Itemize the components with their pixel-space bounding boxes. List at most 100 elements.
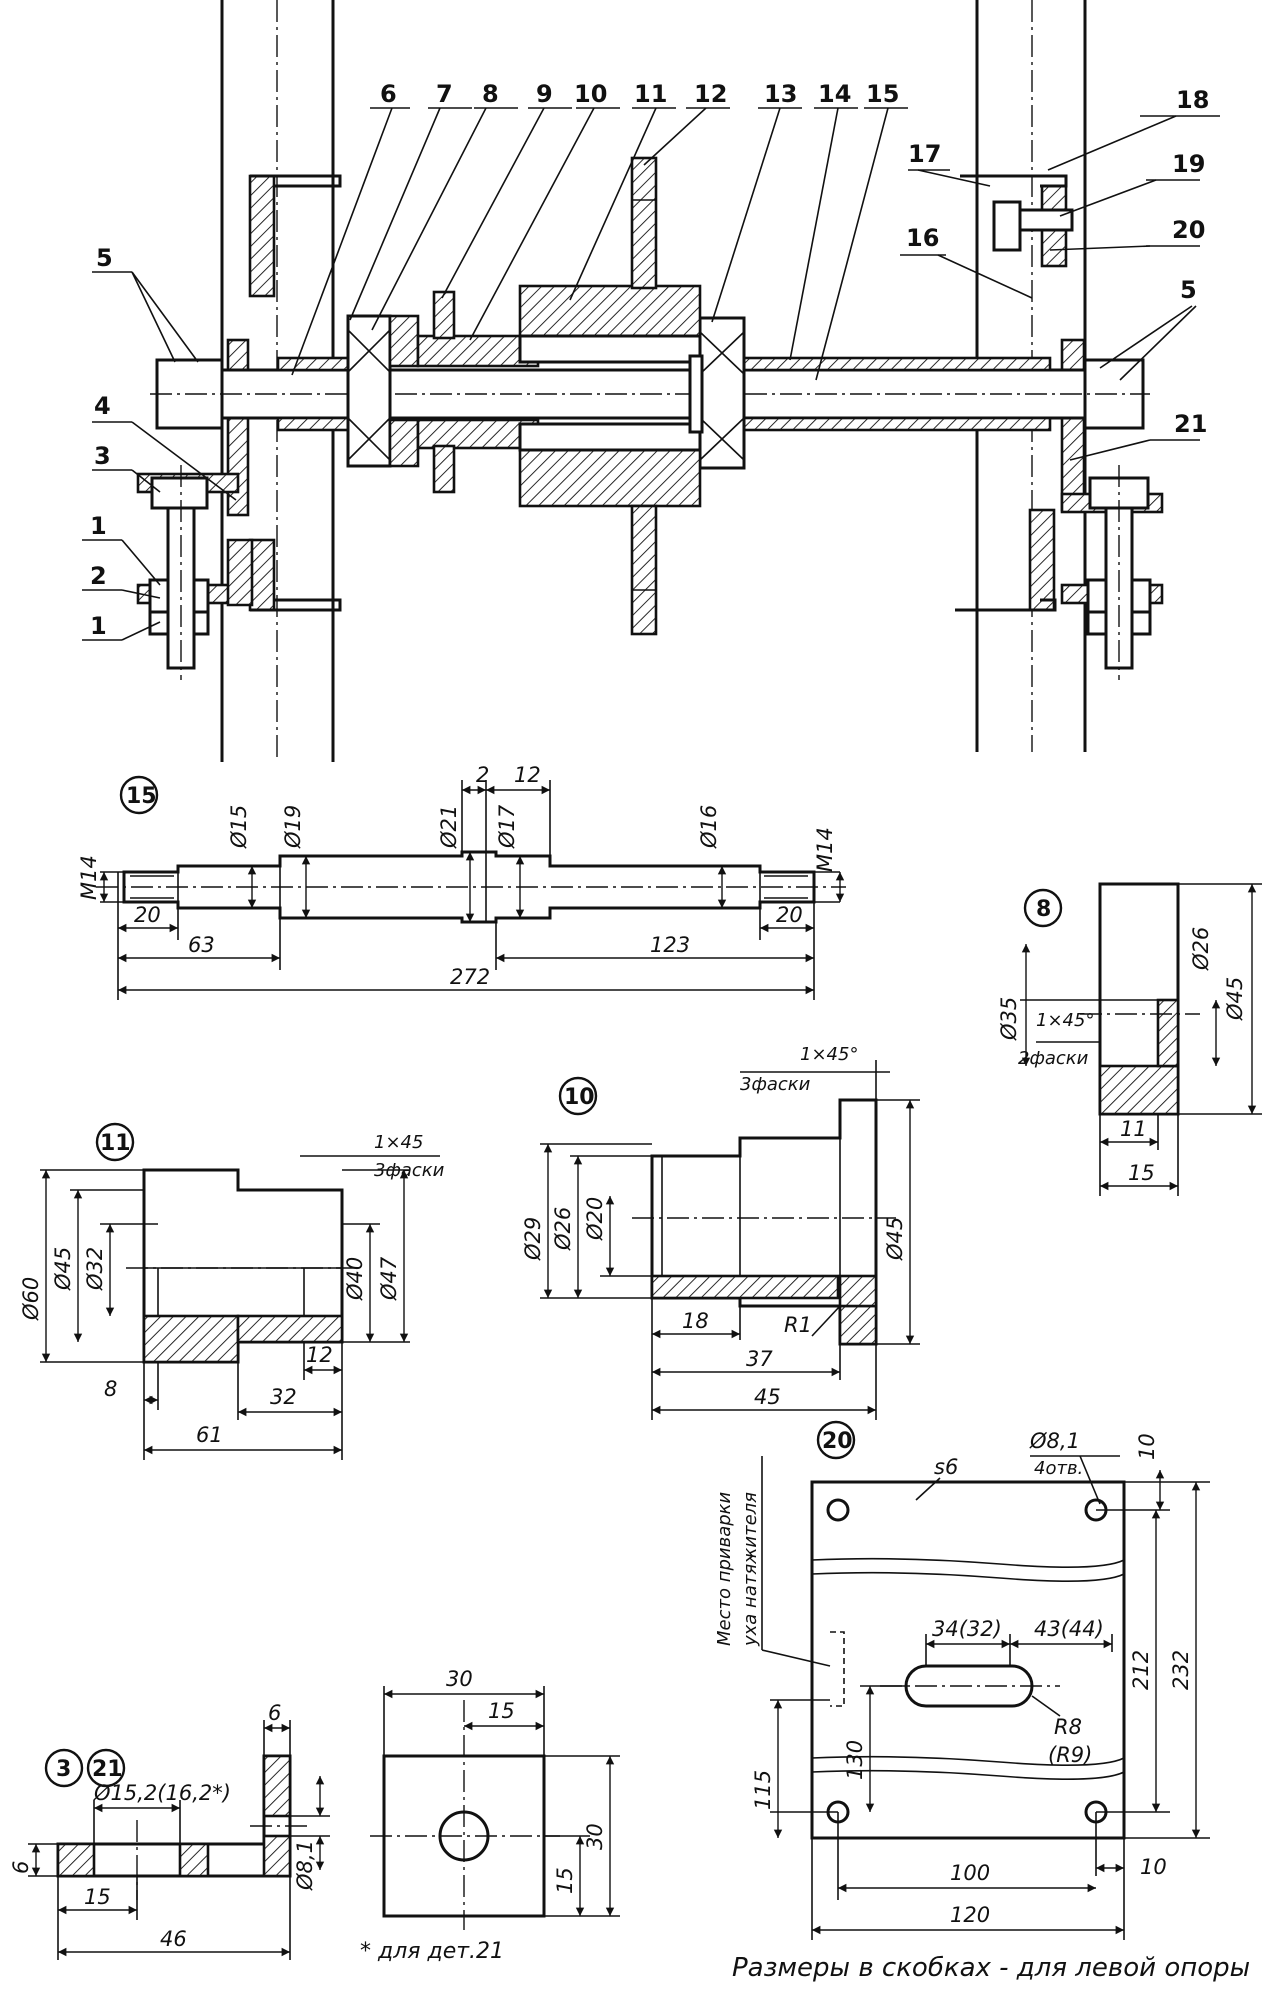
dim-10-45: 45 <box>754 1385 781 1409</box>
dim-plate-30-width: 30 <box>446 1667 473 1691</box>
dim-11-chamfer-count: 3фаски <box>374 1160 445 1181</box>
dim-15-thread-right-length: 20 <box>776 903 803 927</box>
dim-15-123: 123 <box>650 933 690 957</box>
dim-20-43: 43(44) <box>1034 1617 1104 1641</box>
dim-15-d16: Ø16 <box>697 805 721 849</box>
dim-15-d17: Ø17 <box>495 804 519 849</box>
dim-10-d20: Ø20 <box>583 1197 607 1241</box>
callout-13: 13 <box>764 80 797 108</box>
dim-15-d19: Ø19 <box>281 805 305 849</box>
dim-15-2: 2 <box>476 763 489 787</box>
dim-10-18: 18 <box>682 1309 709 1333</box>
callout-4: 4 <box>94 392 111 420</box>
dim-11-12: 12 <box>306 1343 333 1367</box>
part-8-drawing: 8 Ø45 Ø26 Ø35 1×45° 2фаски 11 15 <box>997 882 1262 1196</box>
callout-16: 16 <box>906 224 939 252</box>
part-11-drawing: 11 Ø60 Ø45 Ø32 Ø40 <box>19 1122 445 1460</box>
dim-20-10-top: 10 <box>1135 1433 1159 1460</box>
dim-11-d45: Ø45 <box>51 1247 75 1291</box>
right-tensioner-bolt <box>1086 465 1152 680</box>
callout-2: 2 <box>90 562 107 590</box>
part-11-tag <box>95 1122 135 1162</box>
part-11-label: 11 <box>100 1131 131 1156</box>
assembly-section-view: 6 7 8 9 10 11 12 13 14 15 18 17 19 16 <box>82 0 1220 762</box>
left-tensioner-bolt <box>148 465 210 680</box>
dim-15-thread-left-length: 20 <box>134 903 161 927</box>
dim-plate-15-width: 15 <box>488 1699 515 1723</box>
dim-15-12: 12 <box>514 763 541 787</box>
asterisk-footnote: * для дет.21 <box>360 1939 504 1964</box>
collar-part-13 <box>688 354 704 434</box>
dim-11-chamfer: 1×45 <box>374 1132 423 1153</box>
dim-20-100: 100 <box>950 1861 990 1885</box>
position-callouts: 6 7 8 9 10 11 12 13 14 15 18 17 19 16 <box>82 80 1220 641</box>
part-3-label: 3 <box>56 1757 71 1782</box>
dim-plate-30-height: 30 <box>583 1823 607 1850</box>
dim-8-chamfer: 1×45° <box>1036 1010 1094 1031</box>
callout-20: 20 <box>1172 216 1205 244</box>
bracket-dimensions-note: Размеры в скобках - для левой опоры <box>732 1953 1250 1983</box>
dim-10-chamfer: 1×45° <box>800 1044 858 1065</box>
dim-8-d35: Ø35 <box>997 997 1021 1041</box>
part-20-drawing: 20 s6 Ø8,1 4отв. 10 <box>714 1420 1210 1940</box>
callout-19: 19 <box>1172 150 1205 178</box>
dim-20-232: 232 <box>1169 1650 1193 1690</box>
callout-15: 15 <box>866 80 899 108</box>
dim-10-d29: Ø29 <box>521 1217 545 1261</box>
dim-10-d26: Ø26 <box>551 1207 575 1251</box>
part-8-tag <box>1023 888 1063 928</box>
part-15-label: 15 <box>126 784 157 809</box>
part-20-thickness: s6 <box>934 1455 958 1479</box>
dim-11-61: 61 <box>196 1423 223 1447</box>
dim-3-small-hole: Ø8,1 <box>293 1840 317 1891</box>
part-3-tag <box>44 1748 84 1788</box>
dim-8-11: 11 <box>1120 1117 1147 1141</box>
part-20-tag <box>816 1420 856 1460</box>
callout-7: 7 <box>436 80 453 108</box>
dim-20-10-right: 10 <box>1140 1855 1167 1879</box>
dim-15-d15: Ø15 <box>227 805 251 849</box>
callout-6: 6 <box>380 80 397 108</box>
dim-8-15: 15 <box>1128 1161 1155 1185</box>
callout-11: 11 <box>634 80 667 108</box>
right-spacer-sleeve-bottom <box>738 416 1052 432</box>
dim-20-hole: Ø8,1 <box>1029 1429 1080 1453</box>
dim-11-32: 32 <box>270 1385 297 1409</box>
bushing-part-10 <box>388 314 540 468</box>
dim-20-radius-alt: (R9) <box>1048 1743 1092 1767</box>
left-spacer-sleeve-bottom <box>276 416 350 432</box>
callout-18: 18 <box>1176 86 1209 114</box>
dim-11-d40: Ø40 <box>343 1257 367 1301</box>
part-8-label: 8 <box>1036 897 1051 922</box>
part-10-label: 10 <box>564 1085 595 1110</box>
part-20-weld-note-2: уха натяжителя <box>740 1492 761 1647</box>
part-20-label: 20 <box>822 1429 853 1454</box>
left-bearing <box>346 314 392 468</box>
callout-17: 17 <box>908 140 941 168</box>
dim-20-120: 120 <box>950 1903 990 1927</box>
dim-8-d45: Ø45 <box>1223 977 1247 1021</box>
left-spacer-sleeve <box>276 356 350 372</box>
hub-part-11 <box>518 284 702 508</box>
callout-3: 3 <box>94 442 111 470</box>
part-21-label: 21 <box>92 1757 123 1782</box>
small-sprocket-part-9 <box>432 290 456 494</box>
callout-1-lower: 1 <box>90 612 107 640</box>
dim-11-d60: Ø60 <box>19 1277 43 1321</box>
dim-10-radius: R1 <box>784 1313 812 1337</box>
right-bearing <box>698 316 746 470</box>
dim-10-37: 37 <box>746 1347 773 1371</box>
callout-5-right: 5 <box>1180 276 1197 304</box>
dim-20-radius: R8 <box>1054 1715 1082 1739</box>
callout-14: 14 <box>818 80 851 108</box>
callout-21: 21 <box>1174 410 1207 438</box>
dim-15-m14-left: M14 <box>77 855 101 900</box>
large-sprocket-part-12 <box>630 156 658 636</box>
dim-15-d21: Ø21 <box>437 805 461 849</box>
dim-3-46: 46 <box>160 1927 187 1951</box>
dim-3-6-top: 6 <box>268 1701 281 1725</box>
part-21-tag <box>86 1748 126 1788</box>
dim-11-d32: Ø32 <box>83 1247 107 1291</box>
dim-8-d26: Ø26 <box>1189 927 1213 971</box>
